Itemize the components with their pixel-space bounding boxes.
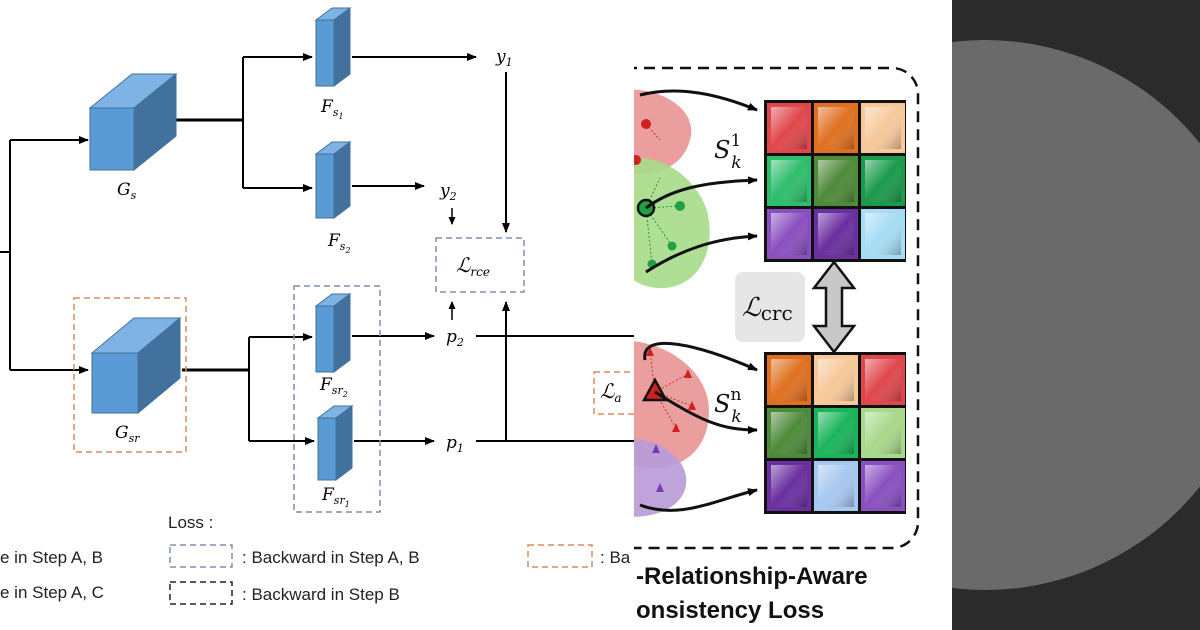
- gsr-cube: [90, 316, 182, 415]
- lrce-label: ℒrce: [456, 253, 490, 279]
- grid-cell-bevel: [818, 359, 854, 401]
- purple-cluster: [634, 438, 687, 517]
- grid-cell-bevel: [865, 465, 901, 507]
- grid-cell-bevel: [771, 213, 807, 255]
- grid-cell-bevel: [771, 412, 807, 454]
- fs2-label: Fs2: [327, 231, 351, 255]
- legend-blue-swatch: [169, 544, 233, 568]
- architecture-connectors: [0, 53, 634, 445]
- p2-label: p2: [446, 327, 464, 349]
- y2-label: y2: [439, 181, 457, 203]
- legend-orange-swatch: [527, 544, 593, 568]
- grid-top: [767, 103, 905, 259]
- p1-label: p1: [446, 433, 464, 455]
- grid-cell-bevel: [818, 213, 854, 255]
- grid-cell-bevel: [818, 107, 854, 149]
- y1-label: y1: [495, 47, 513, 69]
- grid-cell-bevel: [771, 359, 807, 401]
- legend-left-line1: e in Step A, B: [0, 548, 103, 567]
- red-cluster-top: [634, 89, 692, 174]
- legend-black-swatch: [169, 581, 233, 605]
- fs2-block: [314, 141, 352, 219]
- fsr1-block: [316, 405, 354, 481]
- legend-blue-label: : Backward in Step A, B: [242, 548, 420, 567]
- grid-cell-bevel: [865, 412, 901, 454]
- grid-cell-bevel: [771, 160, 807, 202]
- fsr1-label: Fsr1: [321, 485, 350, 509]
- red-cluster-bottom: [634, 341, 709, 469]
- grid-cell-bevel: [865, 160, 901, 202]
- grid-cell-bevel: [818, 160, 854, 202]
- legend-left-line2: e in Step A, C: [0, 583, 104, 602]
- lrce-dashed-box: [435, 237, 525, 293]
- grid-cell-bevel: [865, 213, 901, 255]
- legend: Loss : e in Step A, B e in Step A, C : B…: [0, 513, 631, 605]
- fs1-block: [314, 7, 352, 87]
- gsr-label: Gsr: [115, 423, 140, 445]
- fsr2-label: Fsr2: [319, 375, 348, 399]
- panel-dashed-border: [634, 66, 920, 550]
- legend-black-label: : Backward in Step B: [242, 585, 400, 604]
- la-label: ℒa: [600, 379, 622, 405]
- gs-label: Gs: [117, 180, 137, 202]
- green-cluster: [634, 158, 710, 289]
- gsr-dashed-box: [73, 297, 187, 453]
- caption-line2: onsistency Loss: [636, 597, 824, 624]
- grid-cell-bevel: [818, 412, 854, 454]
- lcrc-label: ℒcrc: [742, 293, 793, 325]
- grid-cell-bevel: [818, 465, 854, 507]
- grid-cell-bevel: [771, 107, 807, 149]
- grid-bottom: [767, 355, 905, 511]
- legend-orange-label: : Ba: [600, 548, 631, 567]
- grid-cell-bevel: [771, 465, 807, 507]
- caption-line1: -Relationship-Aware: [636, 563, 868, 590]
- legend-loss-title: Loss :: [168, 513, 213, 532]
- lcrc-box: [735, 272, 805, 342]
- fsr-dashed-box: [293, 285, 381, 513]
- gs-cube: [88, 72, 178, 172]
- grid-cell-bevel: [865, 107, 901, 149]
- grid-cell-bevel: [865, 359, 901, 401]
- fsr2-block: [314, 293, 352, 373]
- fs1-label: Fs1: [320, 97, 344, 121]
- double-arrow: [811, 259, 857, 355]
